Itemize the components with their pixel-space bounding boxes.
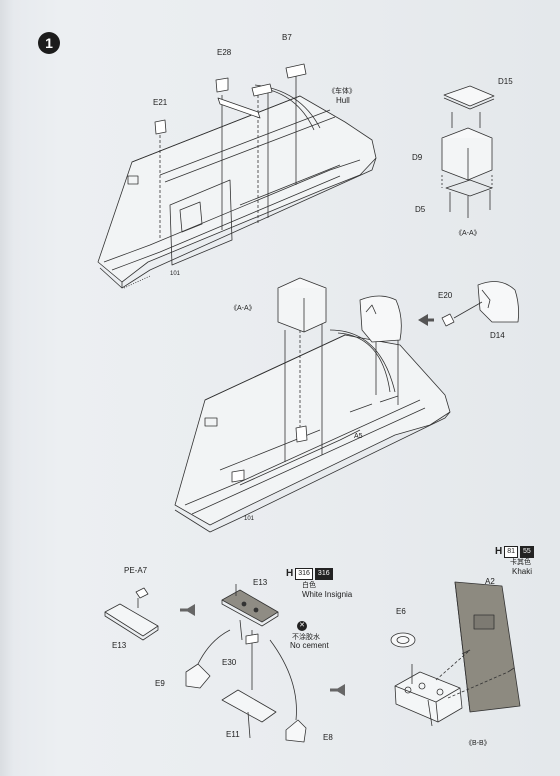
hull-label-cn: 《车体》 <box>328 88 356 95</box>
no-cement-icon: ✕ <box>297 621 307 631</box>
part-label-d5: D5 <box>415 205 426 214</box>
paint-brand-h: H <box>286 568 294 579</box>
part-label-e28: E28 <box>217 48 232 57</box>
paint-name-khaki-cn: 卡其色 <box>510 559 531 566</box>
plate-e13-mid-drawing <box>185 584 307 743</box>
part-label-e30: E30 <box>222 658 237 667</box>
paint-name-white-en: White Insignia <box>302 590 353 599</box>
paint-name-khaki-en: Khaki <box>512 567 533 576</box>
paint-code-white: H 316 316 <box>286 568 333 580</box>
hull-number-mid: 101 <box>244 516 255 522</box>
paint-name-white-cn: 白色 <box>302 582 316 589</box>
paint-brand-h-khaki: H <box>495 546 503 557</box>
box-aa-top-drawing <box>441 85 495 218</box>
part-label-e21: E21 <box>153 98 168 107</box>
part-label-b7: B7 <box>282 33 292 42</box>
part-label-pe-a7: PE-A7 <box>124 566 148 575</box>
part-label-d15: D15 <box>498 77 513 86</box>
part-label-e9: E9 <box>155 679 165 688</box>
no-cement-cn: 不涂胶水 <box>292 634 320 641</box>
mount-bb-drawing <box>390 632 509 727</box>
subassembly-label-bb: 《B-B》 <box>465 740 491 747</box>
hull-top-drawing <box>97 63 377 289</box>
part-label-e11: E11 <box>226 730 240 739</box>
hull-label-en: Hull <box>336 96 350 105</box>
part-label-d9: D9 <box>412 153 423 162</box>
part-label-d14: D14 <box>490 331 505 340</box>
panel-a2-drawing <box>454 581 521 713</box>
hull-number-a5: A5 <box>354 433 363 440</box>
part-label-e13-left: E13 <box>112 641 127 650</box>
no-cement-en: No cement <box>290 641 329 650</box>
hull-middle-drawing <box>174 277 519 533</box>
paint-code-khaki-2: 55 <box>520 546 534 558</box>
subassembly-label-aa-mid: 《A-A》 <box>230 305 256 312</box>
step-number-badge: 1 <box>38 32 60 54</box>
part-label-e20: E20 <box>438 291 453 300</box>
hull-number-top: 101 <box>170 271 181 277</box>
plate-e13-left-drawing <box>104 587 159 641</box>
part-label-e8: E8 <box>323 733 333 742</box>
paint-code-white-1: 316 <box>295 568 313 580</box>
subassembly-label-aa-top: 《A-A》 <box>455 230 481 237</box>
paint-code-khaki: H 81 55 <box>495 546 534 558</box>
part-label-a2: A2 <box>485 577 495 586</box>
part-label-e13-mid: E13 <box>253 578 268 587</box>
paint-code-khaki-1: 81 <box>504 546 519 558</box>
part-label-e6: E6 <box>396 607 406 616</box>
paint-code-white-2: 316 <box>314 568 333 580</box>
